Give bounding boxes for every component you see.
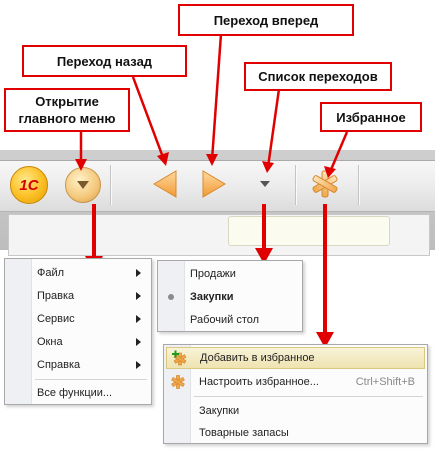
callout-forward-text: Переход вперед: [213, 12, 319, 28]
shortcut-label: Ctrl+Shift+B: [355, 375, 415, 388]
history-item-label: Продажи: [190, 267, 236, 280]
callout-main-menu: Открытие главного меню: [4, 88, 130, 132]
history-dropdown: Продажи Закупки Рабочий стол: [157, 260, 303, 332]
callout-history: Список переходов: [244, 62, 392, 91]
menu-item-label: Сервис: [37, 312, 75, 325]
menu-item-label: Все функции...: [37, 386, 113, 399]
star-icon: [312, 170, 338, 198]
menu-item-label: Правка: [37, 289, 75, 302]
favorites-item-purchases[interactable]: Закупки: [164, 399, 427, 422]
caret-down-icon: [260, 181, 270, 187]
chevron-down-icon: [77, 181, 89, 189]
favorites-add-label: Добавить в избранное: [200, 352, 315, 364]
main-menu-button[interactable]: [65, 167, 101, 203]
favorites-configure-label: Настроить избранное...: [199, 375, 319, 388]
configure-favorite-icon: [171, 374, 185, 389]
favorites-configure-item[interactable]: Настроить избранное... Ctrl+Shift+B: [164, 370, 427, 393]
menu-item-help[interactable]: Справка: [5, 353, 151, 376]
toolbar-separator: [110, 165, 112, 205]
menu-item-service[interactable]: Сервис: [5, 307, 151, 330]
menu-item-file[interactable]: Файл: [5, 261, 151, 284]
back-arrow-icon: [153, 170, 177, 198]
favorite-item-label: Товарные запасы: [199, 426, 289, 439]
callout-back-text: Переход назад: [56, 53, 153, 69]
submenu-arrow-icon: [136, 268, 141, 277]
history-item-desktop[interactable]: Рабочий стол: [158, 308, 302, 331]
main-menu-dropdown: Файл Правка Сервис Окна Справка Все функ…: [4, 258, 152, 405]
menu-separator: [194, 396, 423, 397]
menu-item-label: Справка: [37, 358, 81, 371]
menu-item-label: Файл: [37, 266, 65, 279]
history-item-label: Рабочий стол: [190, 313, 260, 326]
menu-item-all-functions[interactable]: Все функции...: [5, 381, 151, 404]
add-favorite-icon: [172, 350, 187, 366]
callout-favorites-text: Избранное: [336, 109, 406, 125]
menu-separator: [35, 379, 147, 380]
submenu-arrow-icon: [136, 314, 141, 323]
back-button[interactable]: [148, 167, 182, 201]
submenu-arrow-icon: [136, 337, 141, 346]
toolbar-separator: [295, 165, 297, 205]
history-item-sales[interactable]: Продажи: [158, 262, 302, 285]
favorites-add-item[interactable]: Добавить в избранное: [166, 347, 425, 369]
callout-main-menu-text: Открытие главного меню: [18, 94, 116, 126]
menu-gutter: [5, 259, 32, 404]
history-item-label: Закупки: [190, 290, 234, 303]
submenu-arrow-icon: [136, 360, 141, 369]
favorites-dropdown: Добавить в избранное Настроить избранное…: [163, 344, 428, 444]
callout-history-text: Список переходов: [258, 69, 378, 84]
desktop-panel: [228, 216, 390, 246]
menu-item-label: Окна: [37, 335, 63, 348]
callout-favorites: Избранное: [320, 102, 422, 132]
toolbar-separator: [358, 165, 360, 205]
favorite-item-label: Закупки: [199, 404, 240, 417]
forward-arrow-icon: [202, 170, 226, 198]
current-dot-icon: [168, 293, 174, 300]
app-logo-text: 1С: [19, 176, 39, 194]
forward-button[interactable]: [197, 167, 231, 201]
menu-item-windows[interactable]: Окна: [5, 330, 151, 353]
app-logo-icon[interactable]: 1С: [10, 166, 48, 204]
history-item-purchases[interactable]: Закупки: [158, 285, 302, 308]
callout-back: Переход назад: [22, 45, 187, 77]
history-list-button[interactable]: [248, 167, 282, 201]
submenu-arrow-icon: [136, 291, 141, 300]
favorites-item-stock[interactable]: Товарные запасы: [164, 421, 427, 444]
callout-forward: Переход вперед: [178, 4, 354, 36]
favorites-button[interactable]: [308, 167, 342, 201]
menu-item-edit[interactable]: Правка: [5, 284, 151, 307]
